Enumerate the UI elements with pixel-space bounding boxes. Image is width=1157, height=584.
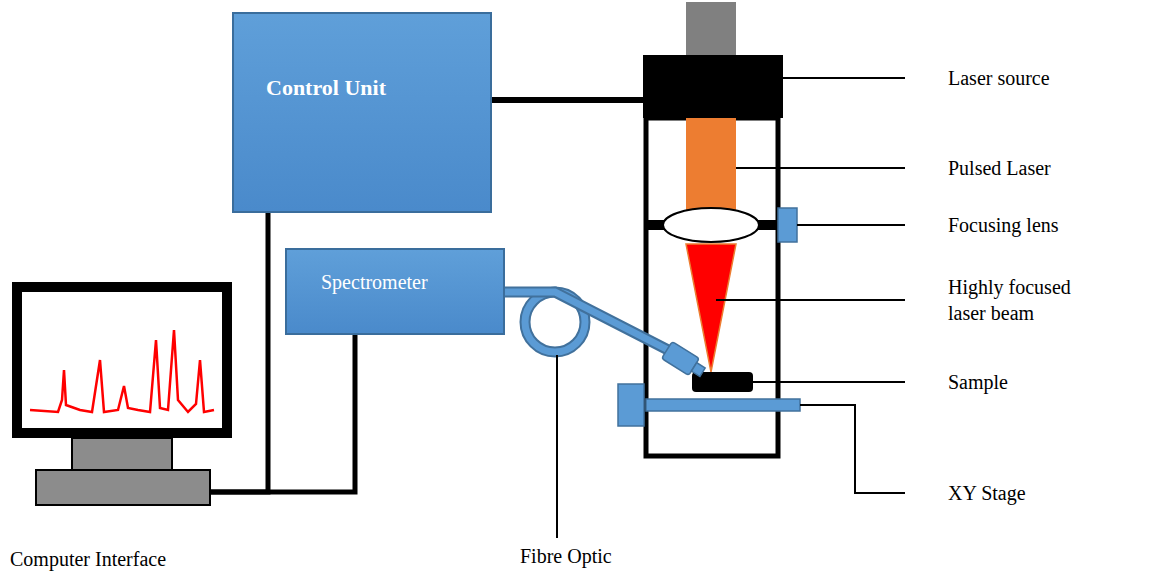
laser-apparatus xyxy=(618,2,800,456)
part-label: Highly focused laser beam xyxy=(948,274,1083,326)
computer-node: Computer Interface xyxy=(8,278,210,576)
leader-lines xyxy=(557,78,905,538)
spectrometer-box: Spectrometer xyxy=(285,248,505,335)
cable-connector xyxy=(210,213,268,492)
node-label: Spectrometer xyxy=(321,270,493,295)
part-label: Fibre Optic xyxy=(520,543,612,569)
control-unit-box: Control Unit xyxy=(232,12,492,213)
part-label: Pulsed Laser xyxy=(948,155,1051,181)
part-label: Focusing lens xyxy=(948,212,1059,238)
part-label: XY Stage xyxy=(948,480,1026,506)
node-label: Computer Interface xyxy=(10,547,166,572)
laser-cable xyxy=(492,97,645,103)
fibre-optic xyxy=(505,292,708,381)
computer-monitor xyxy=(12,282,232,505)
part-label: Laser source xyxy=(948,65,1050,91)
node-label: Control Unit xyxy=(266,74,480,102)
part-label: Sample xyxy=(948,369,1008,395)
cable-connector xyxy=(210,335,355,492)
